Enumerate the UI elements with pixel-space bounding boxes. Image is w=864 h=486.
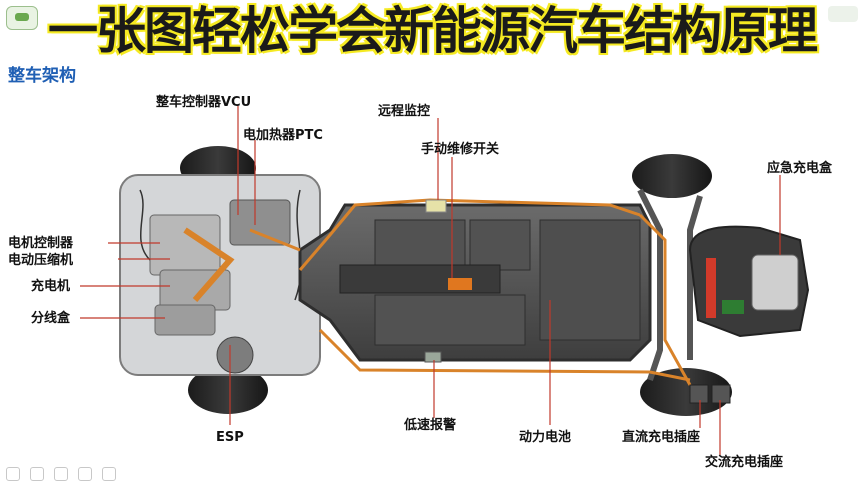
nav-more-icon[interactable] [102,467,117,481]
label-dc-port: 直流充电插座 [622,430,701,445]
emergency-charging-box [688,225,810,338]
label-battery: 动力电池 [519,430,572,445]
ac-charge-port [711,384,731,404]
dc-charge-port [689,384,709,404]
low-speed-alarm-unit [424,351,442,363]
rear-subframe [637,188,703,381]
label-junction-box: 分线盒 [31,311,71,326]
label-emergency-box: 应急充电盒 [767,161,833,176]
label-vcu: 整车控制器VCU [156,95,252,110]
label-remote-monitor: 远程监控 [378,104,431,119]
label-manual-switch: 手动维修开关 [421,142,500,157]
app-logo-icon [6,6,38,30]
leader-lines [80,106,781,455]
battery-pack [298,203,652,362]
title-banner: 一张图轻松学会新能源汽车结构原理 [0,0,864,62]
corner-logo-icon [828,6,858,22]
nav-next-icon[interactable] [30,467,45,481]
label-ptc: 电加热器PTC [243,128,323,143]
remote-monitor-unit [425,199,447,213]
slide-nav-icons[interactable] [6,466,121,482]
label-ac-port: 交流充电插座 [705,455,784,470]
hv-harness [249,198,692,386]
rear-left-wheel [632,154,712,198]
section-subtitle: 整车架构 [8,66,76,86]
label-compressor: 电动压缩机 [8,253,74,268]
label-esp: ESP [216,430,244,445]
label-charger: 充电机 [31,279,71,294]
nav-grid-icon[interactable] [54,467,69,481]
nav-zoom-icon[interactable] [78,467,93,481]
page-title: 一张图轻松学会新能源汽车结构原理 [48,2,818,60]
front-right-wheel [188,366,268,414]
nav-prev-icon[interactable] [6,467,20,481]
front-powertrain [119,174,321,376]
label-motor-controller: 电机控制器 [8,236,74,251]
rear-right-wheel [640,368,732,416]
label-low-speed-alarm: 低速报警 [404,418,457,433]
